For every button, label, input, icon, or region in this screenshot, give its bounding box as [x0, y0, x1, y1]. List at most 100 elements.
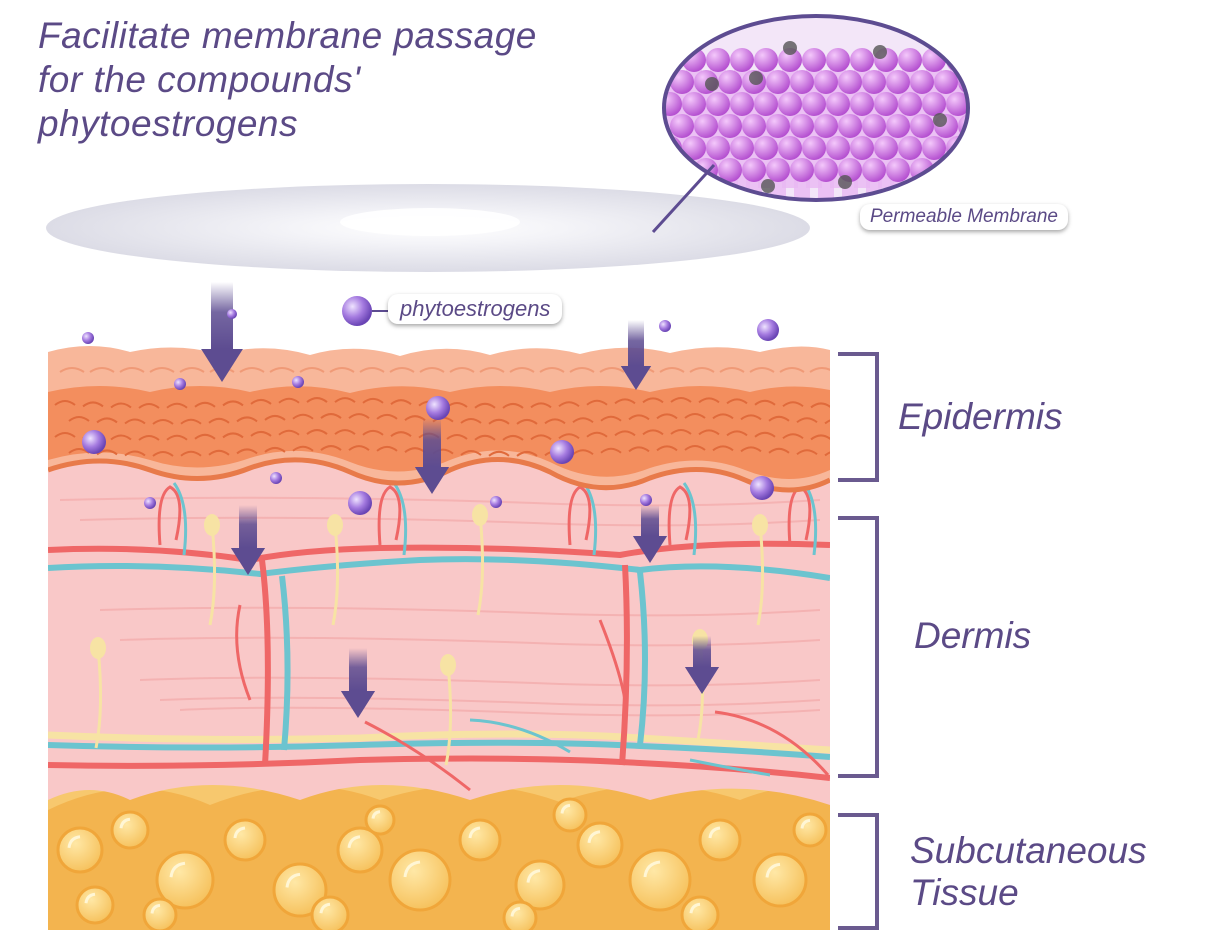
bracket-epidermis: [838, 352, 879, 482]
membrane-cell: [862, 70, 886, 94]
fat-cell: [272, 862, 328, 918]
membrane-cell: [682, 92, 706, 116]
capillary-loop: [667, 485, 692, 546]
fat-cell: [698, 818, 742, 862]
membrane-cell: [898, 92, 922, 116]
membrane-cell: [718, 158, 742, 182]
nerve-ending: [440, 654, 456, 676]
membrane-label: Permeable Membrane: [860, 204, 1068, 230]
down-arrow: [340, 648, 376, 718]
membrane-cell: [754, 92, 778, 116]
nerve-lower: [48, 730, 830, 754]
membrane-cell: [718, 114, 742, 138]
membrane-cell: [982, 114, 1006, 138]
phytoestrogen-molecule: [640, 494, 652, 506]
membrane-cell: [706, 48, 730, 72]
membrane-cell: [970, 92, 994, 116]
title-line-3: phytoestrogens: [38, 103, 299, 144]
membrane-cell: [862, 158, 886, 182]
membrane-cell: [886, 158, 910, 182]
membrane-cell: [802, 92, 826, 116]
membrane-cell: [850, 136, 874, 160]
membrane-cell: [922, 136, 946, 160]
title-line-1: Facilitate membrane passage: [38, 15, 537, 56]
artery-lower: [48, 755, 830, 781]
membrane-cell: [664, 92, 682, 116]
label-subcutaneous-line-1: Subcutaneous: [910, 830, 1147, 871]
down-arrow: [230, 505, 266, 575]
membrane-cell: [790, 158, 814, 182]
fat-cell: [576, 821, 624, 869]
membrane-cell: [814, 158, 838, 182]
diagram-title: Facilitate membrane passage for the comp…: [38, 14, 638, 146]
blood-vessels: [48, 540, 830, 792]
particle: [749, 71, 763, 85]
bracket-subcutaneous: [838, 813, 879, 930]
membrane-cell: [814, 114, 838, 138]
nerve-ending: [90, 637, 106, 659]
vein-lower: [48, 739, 830, 760]
phytoestrogens-label: phytoestrogens: [388, 294, 563, 324]
membrane-cell: [946, 92, 968, 116]
membrane-cell: [730, 48, 754, 72]
particle: [783, 41, 797, 55]
nerve-ending: [752, 514, 768, 536]
fat-cell: [110, 810, 150, 850]
particle: [873, 45, 887, 59]
fat-cell: [310, 895, 350, 930]
phytoestrogen-molecule: [659, 320, 671, 332]
membrane-cell: [694, 114, 718, 138]
skin-cross-section: [48, 346, 830, 930]
membrane-cell: [802, 136, 826, 160]
phytoestrogen-molecule: [757, 319, 779, 341]
label-subcutaneous-line-2: Tissue: [910, 872, 1019, 913]
membrane-cell: [910, 70, 934, 94]
membrane-disc: [46, 184, 810, 272]
membrane-zoom-bubble: [651, 14, 1006, 234]
membrane-cell: [934, 70, 958, 94]
fat-cell: [388, 848, 452, 912]
fat-cell: [628, 848, 692, 912]
fat-cell: [155, 850, 215, 910]
capillary-loop: [392, 482, 408, 556]
membrane-cell: [958, 158, 968, 182]
membrane-cell: [898, 136, 922, 160]
membrane-cell: [742, 158, 766, 182]
membrane-cell: [898, 48, 922, 72]
fat-cell: [364, 804, 396, 836]
membrane-cell: [874, 92, 898, 116]
membrane-cell: [766, 158, 790, 182]
membrane-cell: [862, 114, 886, 138]
nerve-ending: [204, 514, 220, 536]
membrane-cell: [922, 92, 946, 116]
membrane-cell: [826, 136, 850, 160]
title-line-2: for the compounds': [38, 59, 361, 100]
membrane-cell: [730, 92, 754, 116]
capillary-loop: [567, 485, 592, 546]
membrane-cell: [838, 114, 862, 138]
phytoestrogen-legend-molecule: [342, 296, 392, 326]
phytoestrogen-molecule: [82, 430, 106, 454]
down-arrow: [414, 418, 450, 494]
membrane-cell: [778, 92, 802, 116]
phytoestrogen-molecule: [174, 378, 186, 390]
membrane-cell: [982, 70, 1006, 94]
capillary-loop: [157, 485, 182, 546]
membrane-cell: [766, 114, 790, 138]
nerve-ending: [472, 504, 488, 526]
fat-cell: [458, 818, 502, 862]
fat-cell: [223, 818, 267, 862]
particle: [705, 77, 719, 91]
membrane-cell: [790, 70, 814, 94]
membrane-cell: [742, 114, 766, 138]
fat-cell: [502, 900, 538, 930]
membrane-cell: [946, 48, 968, 72]
particle: [838, 175, 852, 189]
label-subcutaneous: Subcutaneous Tissue: [910, 830, 1147, 914]
membrane-cell: [850, 48, 874, 72]
fat-cell: [680, 895, 720, 930]
capillary-loop: [377, 485, 402, 546]
penetration-arrows: [201, 282, 720, 718]
membrane-cell: [778, 136, 802, 160]
